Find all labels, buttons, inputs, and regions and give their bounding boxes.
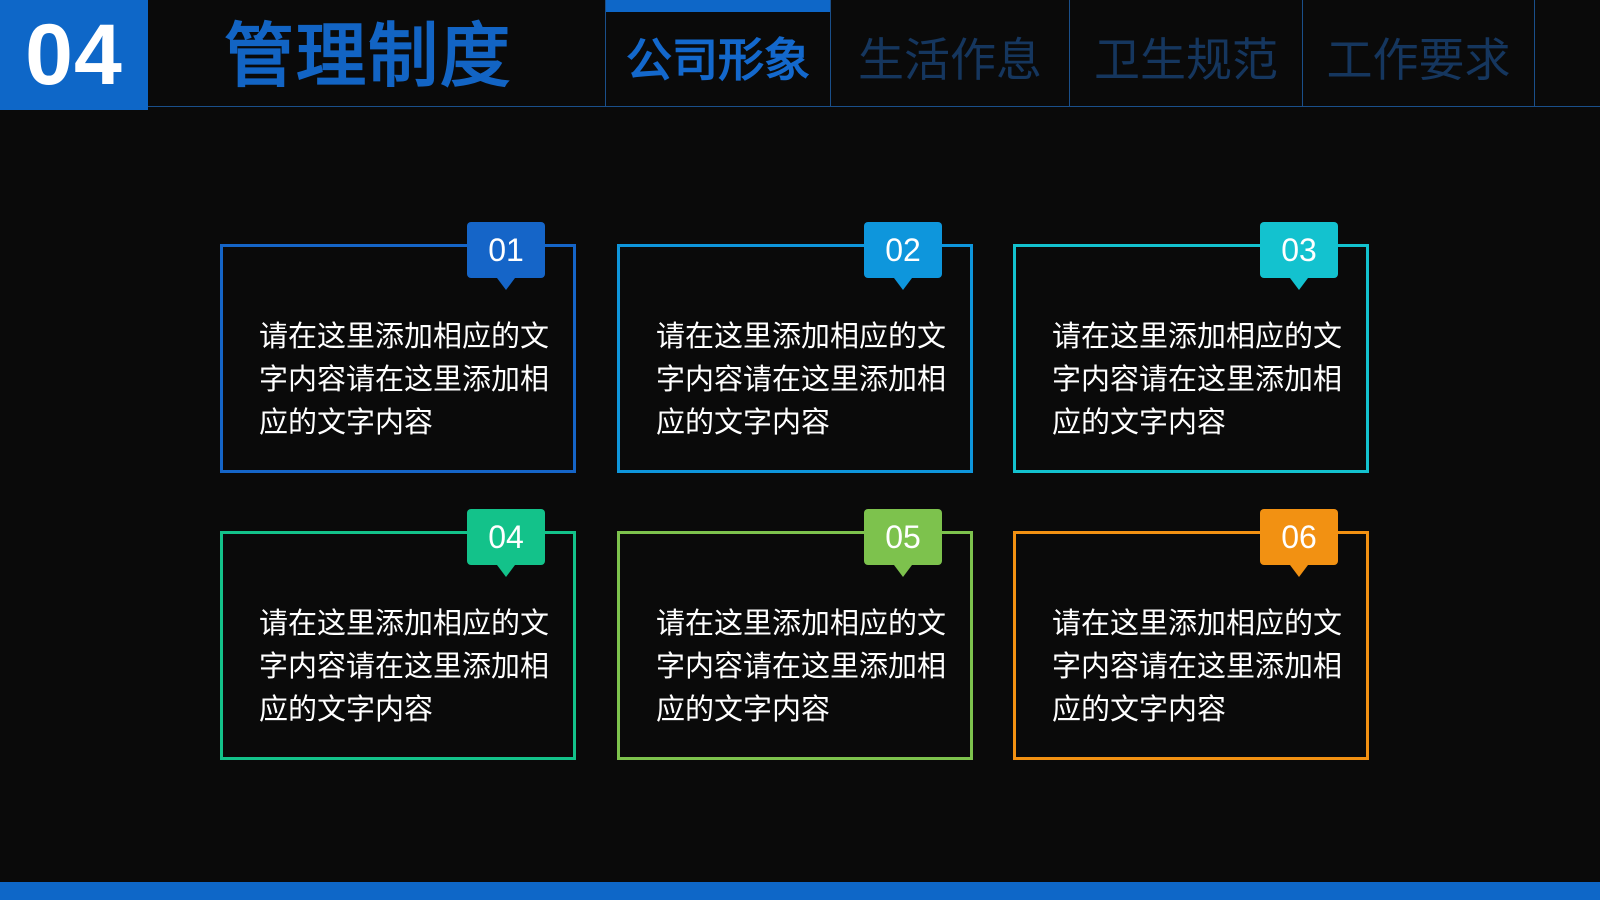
card-text: 请在这里添加相应的文字内容请在这里添加相应的文字内容 bbox=[1052, 319, 1343, 439]
tab-label: 公司形象 bbox=[626, 32, 810, 87]
tab-bar: 公司形象 生活作息 卫生规范 工作要求 bbox=[605, 0, 1535, 107]
card-number-badge: 06 bbox=[1260, 509, 1338, 577]
tab-label: 工作要求 bbox=[1326, 32, 1511, 87]
content-card-03: 03 请在这里添加相应的文字内容请在这里添加相应的文字内容 bbox=[1013, 222, 1369, 473]
tab-hygiene-rules[interactable]: 卫生规范 bbox=[1069, 0, 1302, 107]
tab-daily-schedule[interactable]: 生活作息 bbox=[830, 0, 1069, 107]
card-text: 请在这里添加相应的文字内容请在这里添加相应的文字内容 bbox=[1052, 606, 1343, 726]
section-title: 管理制度 bbox=[224, 15, 512, 97]
tab-work-requirements[interactable]: 工作要求 bbox=[1302, 0, 1535, 107]
header-divider bbox=[148, 106, 1600, 107]
content-card-04: 04 请在这里添加相应的文字内容请在这里添加相应的文字内容 bbox=[220, 509, 576, 760]
tab-label: 卫生规范 bbox=[1094, 32, 1278, 87]
content-card-05: 05 请在这里添加相应的文字内容请在这里添加相应的文字内容 bbox=[617, 509, 973, 760]
card-number-badge: 02 bbox=[864, 222, 942, 290]
slide-header: 04 管理制度 公司形象 生活作息 卫生规范 工作要求 bbox=[0, 0, 1600, 110]
card-text: 请在这里添加相应的文字内容请在这里添加相应的文字内容 bbox=[259, 319, 550, 439]
content-card-01: 01 请在这里添加相应的文字内容请在这里添加相应的文字内容 bbox=[220, 222, 576, 473]
card-text: 请在这里添加相应的文字内容请在这里添加相应的文字内容 bbox=[656, 606, 947, 726]
card-text: 请在这里添加相应的文字内容请在这里添加相应的文字内容 bbox=[656, 319, 947, 439]
content-card-02: 02 请在这里添加相应的文字内容请在这里添加相应的文字内容 bbox=[617, 222, 973, 473]
card-number-badge: 04 bbox=[467, 509, 545, 577]
content-card-06: 06 请在这里添加相应的文字内容请在这里添加相应的文字内容 bbox=[1013, 509, 1369, 760]
card-number-badge: 01 bbox=[467, 222, 545, 290]
bottom-accent-bar bbox=[0, 882, 1600, 900]
tab-label: 生活作息 bbox=[858, 32, 1042, 87]
section-number: 04 bbox=[0, 0, 148, 110]
card-number-badge: 03 bbox=[1260, 222, 1338, 290]
card-number-badge: 05 bbox=[864, 509, 942, 577]
card-text: 请在这里添加相应的文字内容请在这里添加相应的文字内容 bbox=[259, 606, 550, 726]
tab-company-image[interactable]: 公司形象 bbox=[605, 0, 830, 107]
